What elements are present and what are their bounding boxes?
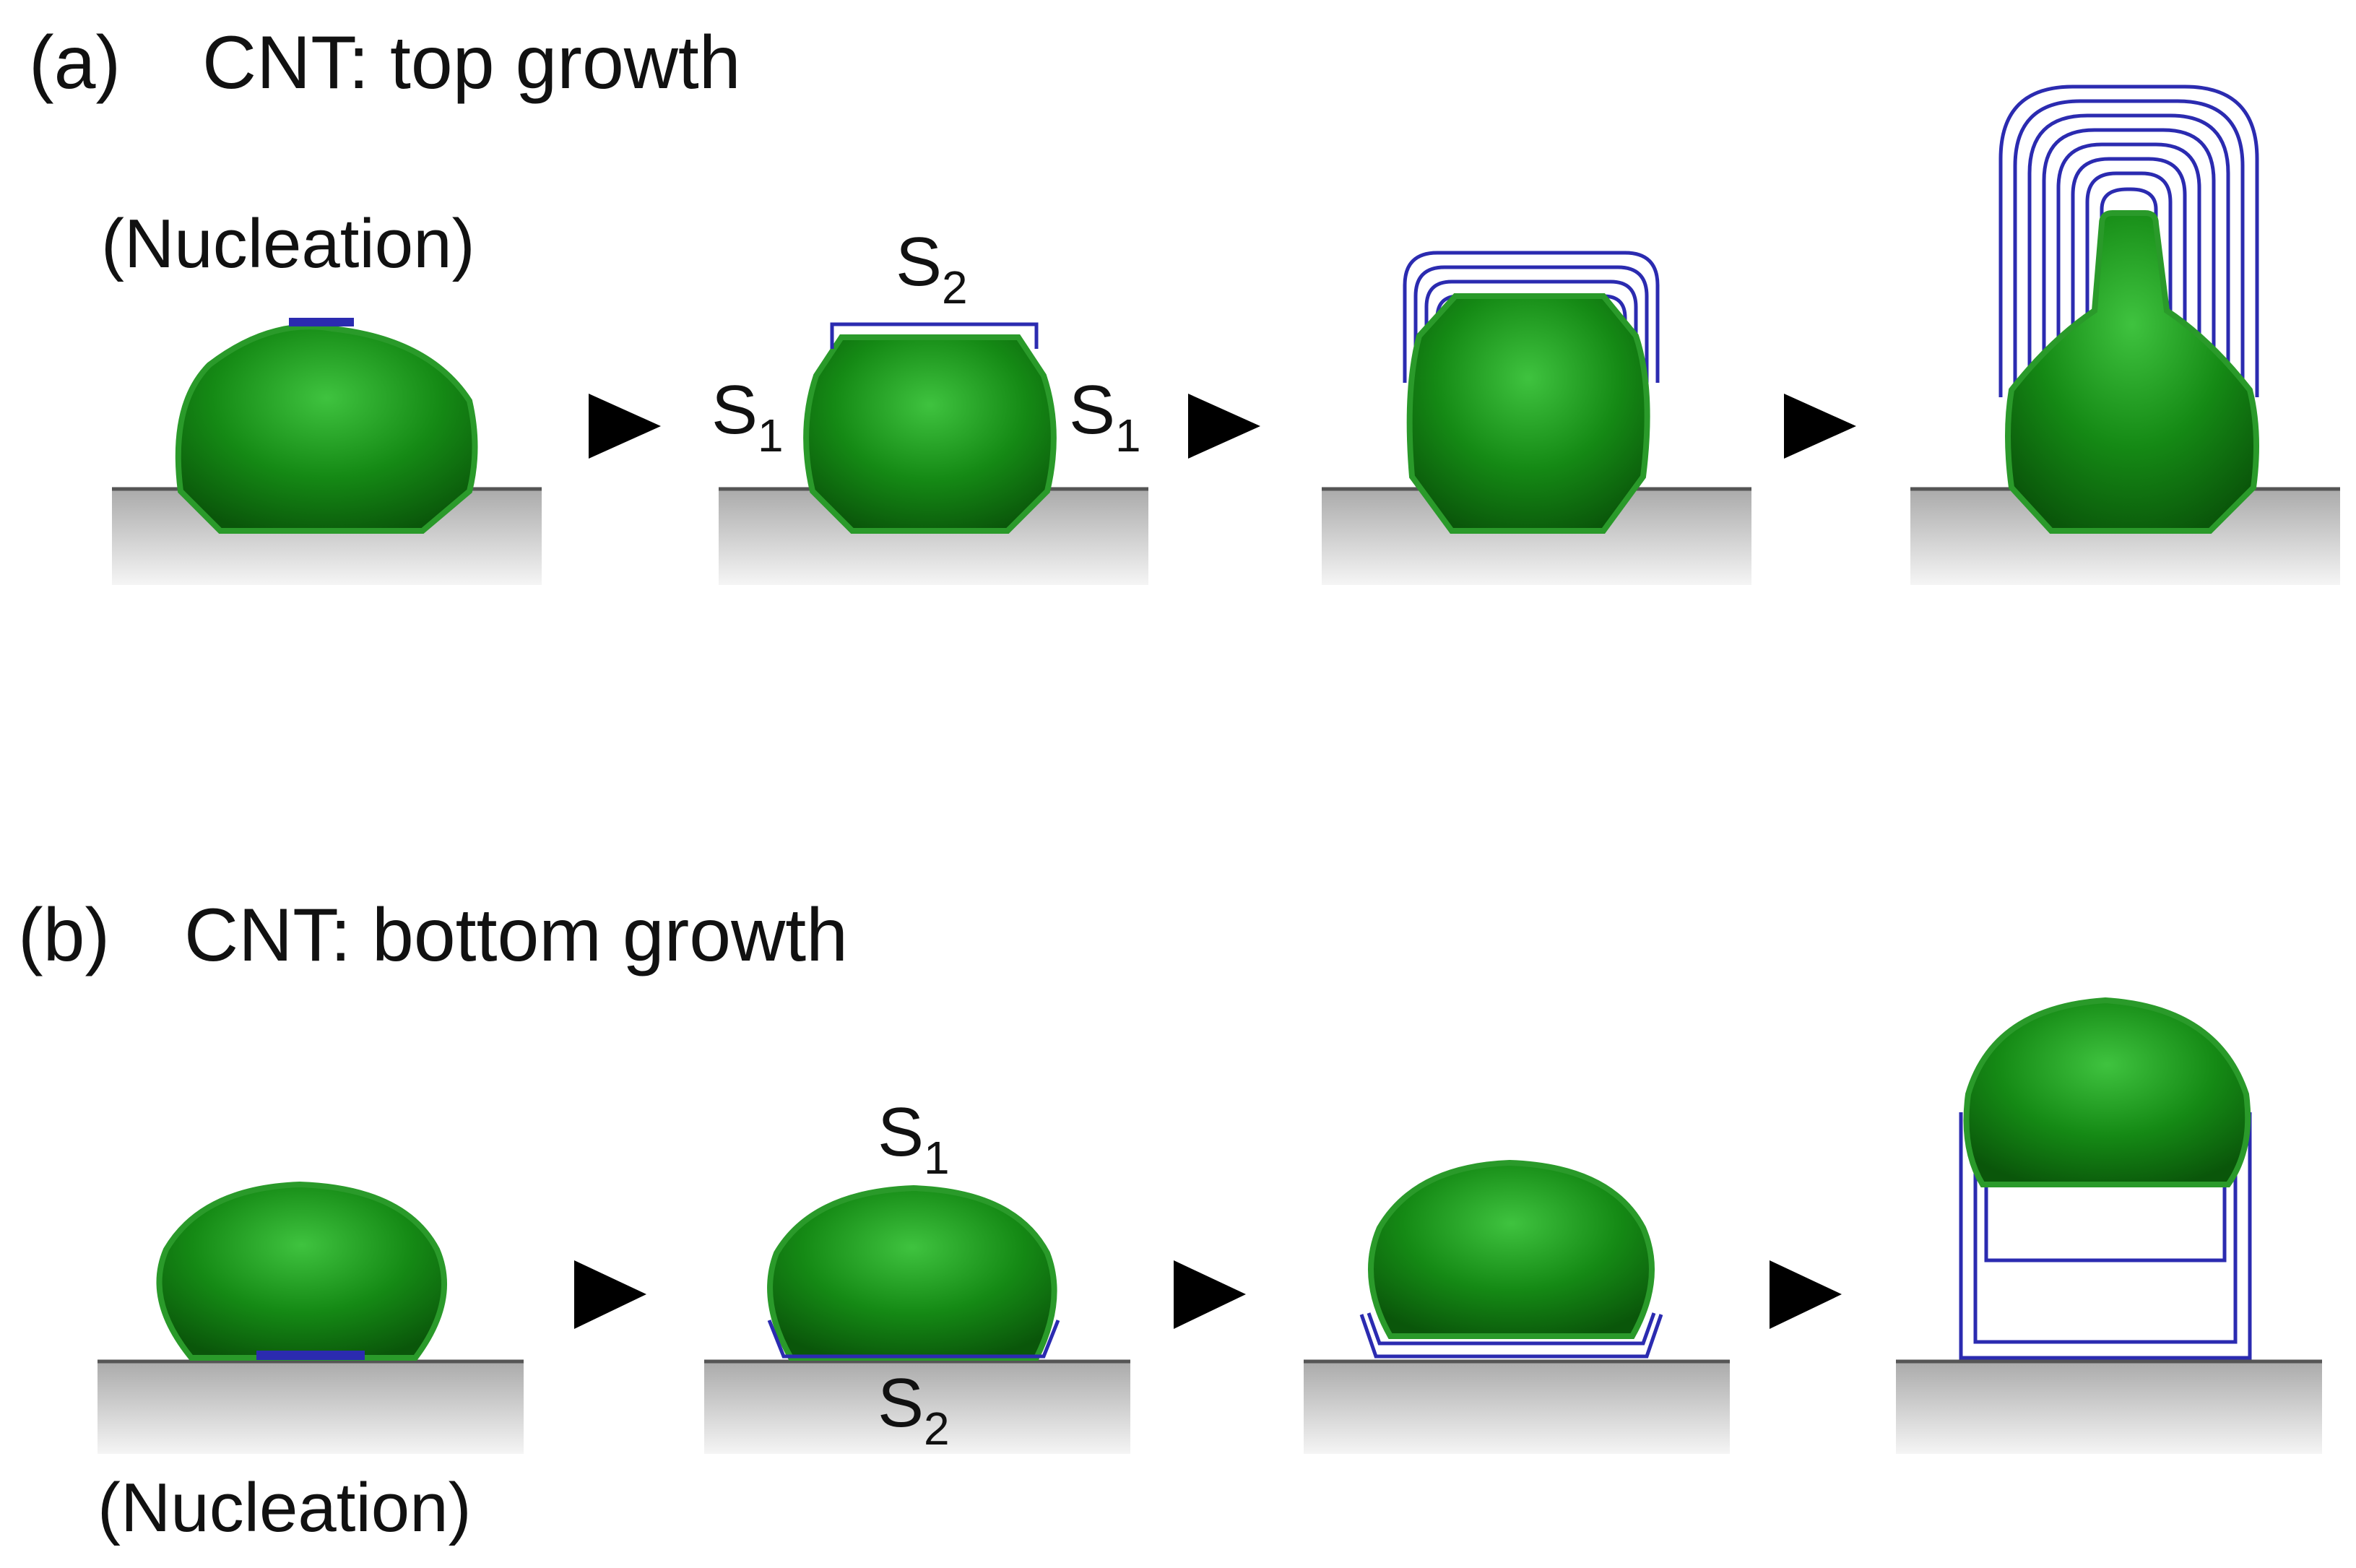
arrow-b3 (1770, 1260, 1842, 1329)
substrate-b2 (704, 1360, 1130, 1454)
s1-label-b: S1 (878, 1093, 950, 1184)
substrate-b1 (98, 1360, 524, 1454)
catalyst-particle-b1 (156, 1181, 447, 1361)
catalyst-particle-a1 (175, 324, 478, 534)
substrate-b3 (1304, 1360, 1730, 1454)
arrow-b1 (574, 1260, 646, 1329)
s1-right-label-a: S1 (1069, 371, 1141, 462)
catalyst-particle-b2 (767, 1184, 1057, 1361)
catalyst-particle-a4 (2005, 210, 2259, 534)
catalyst-particle-a3 (1406, 293, 1650, 534)
s2-label-a: S2 (896, 223, 968, 313)
panel-b: (b) CNT: bottom growth (Nucleation) S1 S… (18, 893, 2322, 1546)
s1-left-label-a: S1 (711, 371, 784, 462)
panel-b-title: CNT: bottom growth (184, 893, 848, 977)
catalyst-particle-a2 (803, 334, 1057, 534)
catalyst-particle-b3 (1368, 1159, 1655, 1339)
s2-label-b: S2 (878, 1364, 950, 1455)
panel-a-title: CNT: top growth (202, 21, 741, 105)
nanotube-nucleus-b1 (256, 1351, 365, 1360)
panel-a-letter: (a) (29, 21, 121, 105)
nanotube-nucleus-a1 (289, 318, 354, 326)
panel-b-letter: (b) (18, 893, 110, 977)
nanotube-walls-b4 (1959, 1112, 2252, 1360)
nanotube-walls-a4 (1998, 85, 2259, 397)
arrow-a1 (589, 394, 661, 459)
panel-a: (a) CNT: top growth (Nucleation) S2 S1 S… (29, 21, 2340, 585)
substrate-b4 (1896, 1360, 2322, 1454)
panel-b-substrates (98, 1359, 2322, 1454)
nanotube-base-b3 (1359, 1312, 1663, 1359)
arrow-a2 (1188, 394, 1260, 459)
panel-b-nucleation-label: (Nucleation) (98, 1469, 472, 1546)
arrow-b2 (1174, 1260, 1246, 1329)
catalyst-particle-b4 (1963, 997, 2251, 1187)
panel-a-nucleation-label: (Nucleation) (101, 205, 475, 282)
nanotube-base-b2 (767, 1320, 1060, 1359)
nanotube-cap-a2 (830, 322, 1039, 349)
arrow-a3 (1784, 394, 1856, 459)
